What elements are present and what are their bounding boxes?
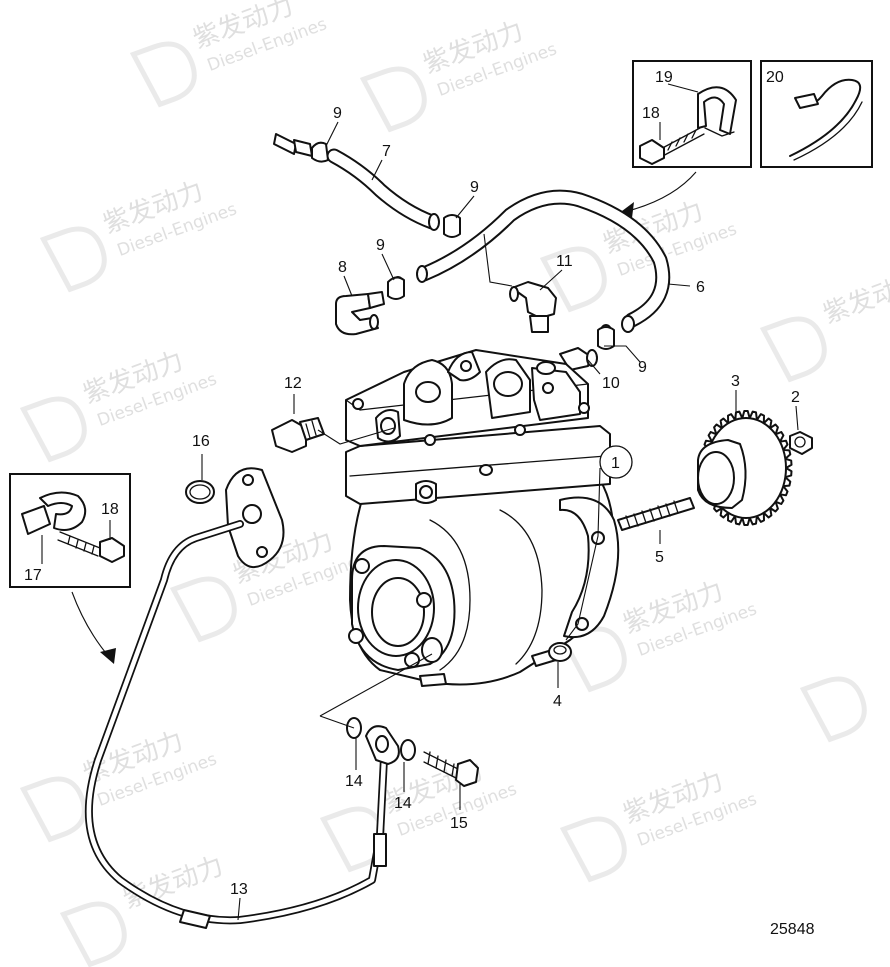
gear-3 xyxy=(697,410,793,526)
clamps-9 xyxy=(311,141,615,350)
callout-2: 2 xyxy=(791,389,800,406)
watermark-3: 紫发动力 Diesel-Engines xyxy=(39,176,240,293)
watermark-brand: 紫发动力 xyxy=(119,851,227,915)
elbow-8 xyxy=(335,291,385,336)
compressor-assembly xyxy=(345,349,620,687)
watermark-2: 紫发动力 Diesel-Engines xyxy=(359,16,560,133)
callout-9b: 9 xyxy=(470,179,479,196)
callout-13: 13 xyxy=(230,881,248,898)
fitting-10 xyxy=(559,347,598,371)
drawing-number: 25848 xyxy=(770,921,815,938)
callout-labels: 1 2 3 4 5 6 7 8 9 9 9 9 10 11 12 13 14 1… xyxy=(24,69,815,938)
callout-19: 19 xyxy=(655,69,673,86)
watermark-6: 紫发动力 xyxy=(759,266,890,383)
inset-box-clamp xyxy=(632,60,752,168)
hose-7 xyxy=(326,148,440,231)
callout-5: 5 xyxy=(655,549,664,566)
watermark-10: 紫发动力 Diesel-Engines xyxy=(319,756,520,873)
callout-16: 16 xyxy=(192,433,210,450)
nut-4 xyxy=(548,642,572,662)
callout-20: 20 xyxy=(766,69,784,86)
callout-6: 6 xyxy=(696,279,705,296)
elbow-11 xyxy=(509,281,557,333)
callout-9c: 9 xyxy=(376,237,385,254)
fitting-12 xyxy=(271,417,325,453)
callout-3: 3 xyxy=(731,373,740,390)
callout-1-circle xyxy=(599,445,633,479)
nut-2 xyxy=(789,431,813,455)
callout-9a: 9 xyxy=(333,105,342,122)
left-inset-arrow xyxy=(71,591,116,664)
watermark-4: 紫发动力 Diesel-Engines xyxy=(539,196,740,313)
watermark-1: 紫发动力 Diesel-Engines xyxy=(129,0,330,108)
callout-14a: 14 xyxy=(345,773,363,790)
callout-14b: 14 xyxy=(394,795,412,812)
callout-18a: 18 xyxy=(642,105,660,122)
inset-box-cable-tie xyxy=(760,60,873,168)
callout-11: 11 xyxy=(556,253,573,270)
leader-lines xyxy=(41,83,799,921)
o-ring-16 xyxy=(185,480,215,504)
watermark-9: 紫发动力 Diesel-Engines xyxy=(19,726,220,843)
watermark-12: 紫发动力 xyxy=(59,851,227,967)
callout-12: 12 xyxy=(284,375,302,392)
stud-5 xyxy=(617,497,695,531)
callout-15: 15 xyxy=(450,815,468,832)
callout-10: 10 xyxy=(602,375,620,392)
banjo-fitting xyxy=(346,717,479,787)
watermark-13 xyxy=(799,676,867,743)
callout-9d: 9 xyxy=(638,359,647,376)
callout-17: 17 xyxy=(24,567,42,584)
oil-pipe-13 xyxy=(84,520,388,929)
watermark-11: 紫发动力 Diesel-Engines xyxy=(559,766,760,883)
callout-8: 8 xyxy=(338,259,347,276)
callout-18b: 18 xyxy=(101,501,119,518)
oil-pipe-flange xyxy=(225,467,285,568)
watermark-brand: 紫发动力 xyxy=(819,266,890,330)
callout-1: 1 xyxy=(611,455,620,472)
callout-7: 7 xyxy=(382,143,391,160)
callout-4: 4 xyxy=(553,693,562,710)
